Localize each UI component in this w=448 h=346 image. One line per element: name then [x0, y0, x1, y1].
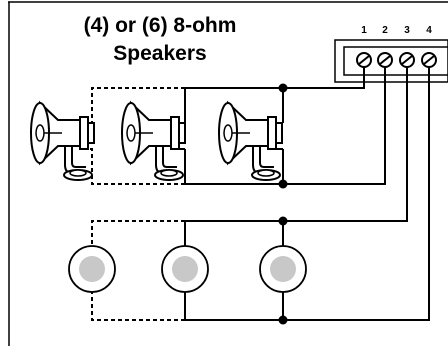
terminal-label-3: 3: [404, 25, 410, 36]
ceiling-speaker: [259, 245, 307, 293]
horn-speaker: [121, 102, 186, 181]
terminal-label-2: 2: [382, 25, 388, 36]
terminal-label-1: 1: [361, 25, 367, 36]
horn-speaker-optional: [30, 102, 95, 181]
optional-wires-dashed: [86, 87, 185, 321]
terminal-screw-1: [356, 52, 372, 68]
terminal-screw-4: [421, 52, 437, 68]
terminal-screw-2: [377, 52, 393, 68]
wires: [178, 67, 430, 321]
ceiling-speaker: [161, 245, 209, 293]
terminal-label-4: 4: [426, 25, 432, 36]
junction-dot: [278, 179, 288, 189]
wire-terminal-2: [185, 67, 386, 185]
horn-speakers: [30, 102, 283, 181]
wire-terminal-3: [185, 67, 408, 222]
wire-terminal-4: [185, 67, 430, 321]
junction-dot: [278, 83, 288, 93]
diagram-title-line2: Speakers: [113, 42, 206, 65]
diagram-title-line1: (4) or (6) 8-ohm: [84, 14, 237, 37]
ceiling-speakers: [68, 245, 307, 293]
junction-dot: [278, 216, 288, 226]
horn-speaker: [218, 102, 283, 181]
terminal-block: 1 2 3 4: [334, 25, 448, 83]
junction-dot: [278, 315, 288, 325]
wire-terminal-1: [185, 67, 365, 89]
junction-dots: [278, 83, 288, 325]
ceiling-speaker-optional: [68, 245, 116, 293]
terminal-screw-3: [399, 52, 415, 68]
